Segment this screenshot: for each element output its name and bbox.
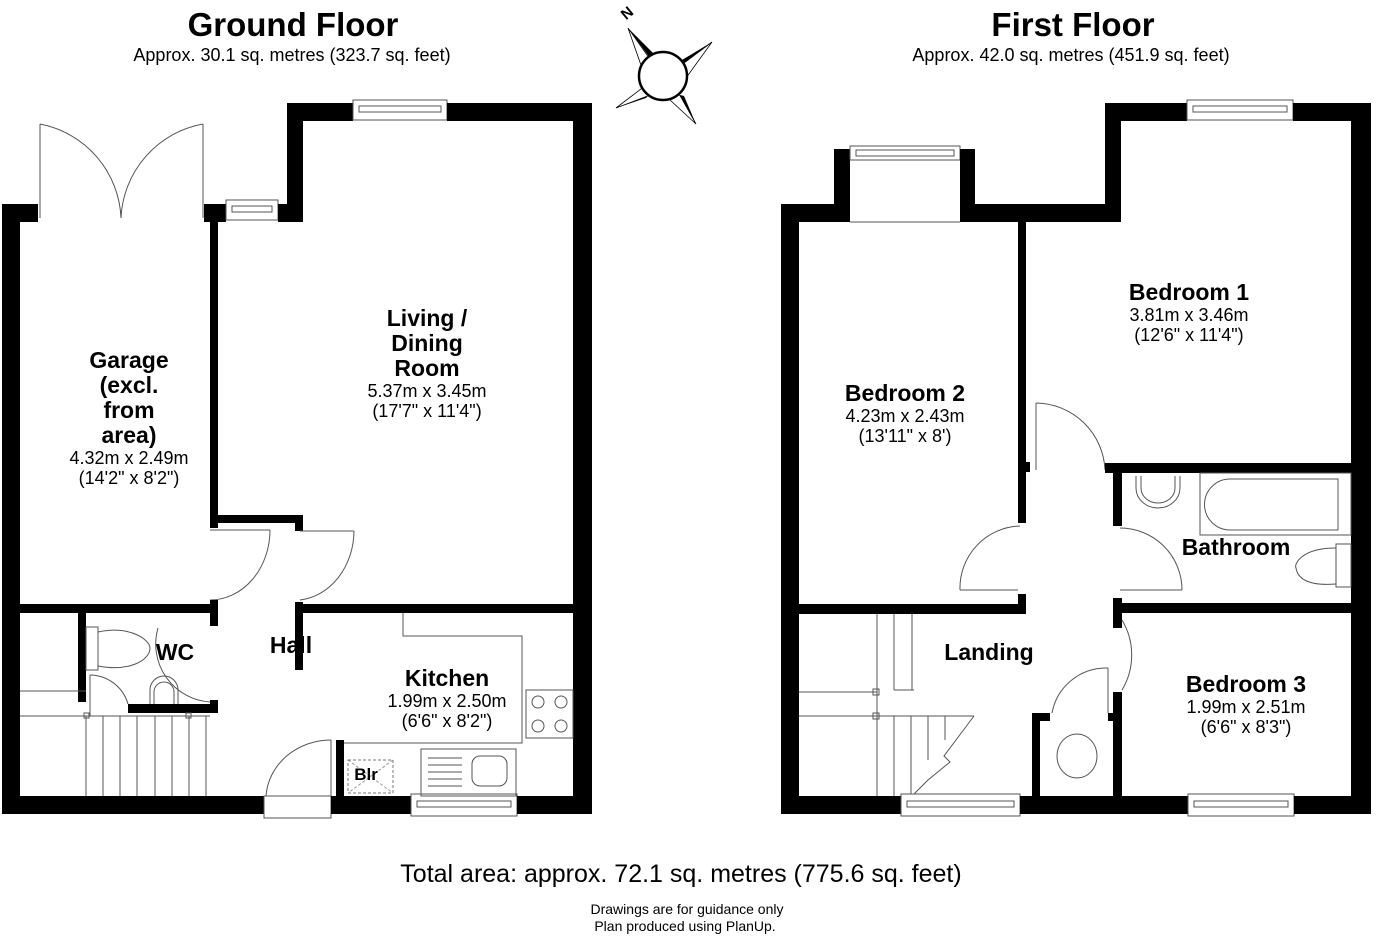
front-door-icon (263, 739, 332, 819)
room-label-bedroom-3: Bedroom 3 1.99m x 2.51m (6'6" x 8'3") (1185, 671, 1307, 738)
first-floor-title: First Floor (991, 6, 1155, 43)
ground-floor-area: Approx. 30.1 sq. metres (323.7 sq. feet) (133, 45, 451, 65)
total-area: Total area: approx. 72.1 sq. metres (775… (400, 860, 962, 888)
staircase-icon (799, 614, 975, 797)
first-floor-plan (781, 99, 1371, 817)
compass-rose-icon (615, 27, 713, 125)
bathroom-basin-icon (1135, 476, 1181, 509)
disclaimer-note: Drawings are for guidance only (590, 901, 784, 917)
wc-basin-icon (149, 675, 179, 704)
bathtub-icon (1199, 472, 1352, 536)
room-label-living-dining: Living / Dining Room 5.37m x 3.45m (17'7… (367, 305, 487, 422)
room-label-garage: Garage (excl. from area) 4.32m x 2.49m (… (69, 347, 189, 489)
first-floor-area: Approx. 42.0 sq. metres (451.9 sq. feet) (912, 45, 1230, 65)
room-label-bedroom-1: Bedroom 1 3.81m x 3.46m (12'6" x 11'4") (1128, 279, 1250, 346)
room-label-hall: Hall (269, 632, 313, 658)
hob-icon (525, 689, 574, 739)
ground-floor-plan (2, 99, 592, 819)
bathroom-toilet-icon (1295, 543, 1352, 588)
staircase-icon (20, 690, 210, 796)
wc-toilet-icon (85, 626, 151, 671)
room-label-bathroom: Bathroom (1181, 534, 1291, 560)
room-label-landing: Landing (944, 639, 1034, 665)
boiler-label: Blr (354, 765, 378, 784)
ground-floor-title: Ground Floor (187, 6, 399, 43)
room-label-wc: WC (155, 639, 195, 665)
room-label-kitchen: Kitchen 1.99m x 2.50m (6'6" x 8'2") (387, 665, 507, 732)
garage-double-door-icon (39, 123, 204, 219)
boiler-icon (347, 759, 394, 794)
water-cylinder-icon (1056, 733, 1098, 779)
producer-note: Plan produced using PlanUp. (594, 918, 776, 934)
kitchen-sink-icon (420, 748, 517, 797)
room-label-bedroom-2: Bedroom 2 4.23m x 2.43m (13'11" x 8') (844, 380, 966, 447)
